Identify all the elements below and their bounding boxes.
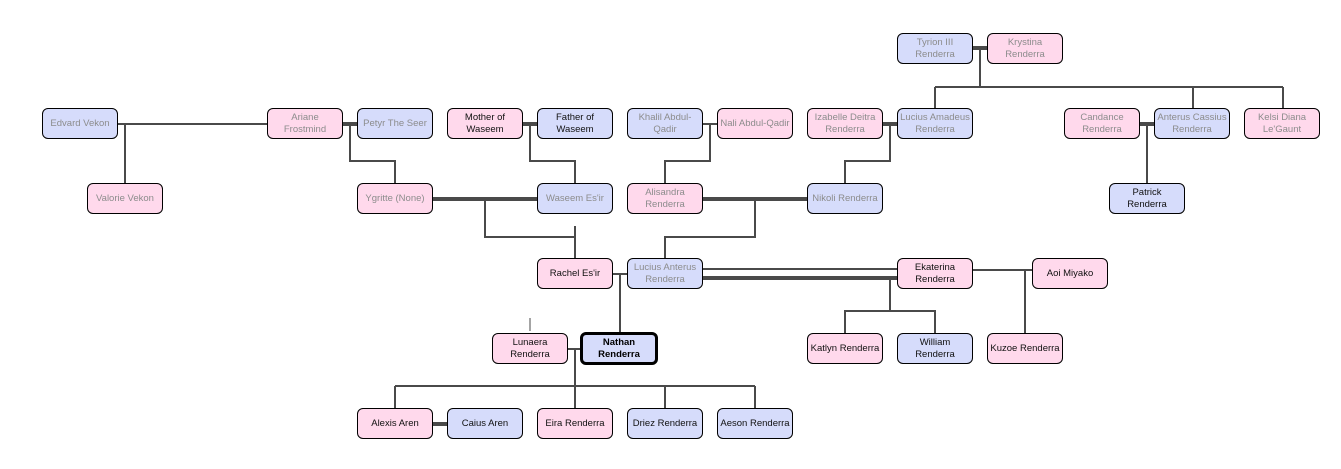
descent-line xyxy=(844,124,891,183)
person-name: Nikoli Renderra xyxy=(812,192,878,204)
person-node-alexis[interactable]: Alexis Aren xyxy=(357,408,433,439)
person-name: Rachel Es'ir xyxy=(549,267,601,279)
person-name: Khalil Abdul-Qadir xyxy=(638,111,692,135)
person-node-waseem[interactable]: Waseem Es'ir xyxy=(537,183,613,214)
person-name: Valorie Vekon xyxy=(96,192,154,204)
person-name: Patrick Renderra xyxy=(1127,186,1167,210)
person-node-tyrion[interactable]: Tyrion III Renderra xyxy=(897,33,973,64)
descent-line xyxy=(844,278,936,333)
person-name: Edvard Vekon xyxy=(50,117,110,129)
person-node-krystina[interactable]: Krystina Renderra xyxy=(987,33,1063,64)
person-node-anterus[interactable]: Anterus Cassius Renderra xyxy=(1154,108,1230,139)
person-name: Krystina Renderra xyxy=(1005,36,1045,60)
person-name: Anterus Cassius Renderra xyxy=(1157,111,1227,135)
person-node-petyr[interactable]: Petyr The Seer xyxy=(357,108,433,139)
person-name: Waseem Es'ir xyxy=(546,192,604,204)
person-name: Nathan Renderra xyxy=(598,336,640,360)
person-name: Kuzoe Renderra xyxy=(990,342,1060,354)
person-name: Aeson Renderra xyxy=(720,417,790,429)
descent-line xyxy=(664,199,756,258)
person-name: Nali Abdul-Qadir xyxy=(720,117,790,129)
person-node-izabelle[interactable]: Izabelle Deitra Renderra xyxy=(807,108,883,139)
descent-line xyxy=(934,48,1284,108)
person-name: Lucius Anterus Renderra xyxy=(633,261,697,285)
person-name: Kelsi Diana Le'Gaunt xyxy=(1257,111,1307,135)
descent-line xyxy=(394,349,756,408)
person-node-driez[interactable]: Driez Renderra xyxy=(627,408,703,439)
person-name: Mother of Waseem xyxy=(464,111,506,135)
person-name: Candance Renderra xyxy=(1080,111,1124,135)
person-name: William Renderra xyxy=(915,336,955,360)
person-node-aeson[interactable]: Aeson Renderra xyxy=(717,408,793,439)
person-name: Eira Renderra xyxy=(545,417,605,429)
person-node-ygritte[interactable]: Ygritte (None) xyxy=(357,183,433,214)
person-name: Alisandra Renderra xyxy=(645,186,685,210)
person-name: Tyrion III Renderra xyxy=(915,36,955,60)
person-node-alisandra[interactable]: Alisandra Renderra xyxy=(627,183,703,214)
person-node-eira[interactable]: Eira Renderra xyxy=(537,408,613,439)
descent-line xyxy=(484,199,576,258)
person-node-aoi[interactable]: Aoi Miyako xyxy=(1032,258,1108,289)
person-node-kelsi[interactable]: Kelsi Diana Le'Gaunt xyxy=(1244,108,1320,139)
person-node-khalil[interactable]: Khalil Abdul-Qadir xyxy=(627,108,703,139)
person-node-edvard[interactable]: Edvard Vekon xyxy=(42,108,118,139)
person-node-nikoli[interactable]: Nikoli Renderra xyxy=(807,183,883,214)
person-node-ekaterina[interactable]: Ekaterina Renderra xyxy=(897,258,973,289)
person-node-fatherw[interactable]: Father of Waseem xyxy=(537,108,613,139)
person-name: Ariane Frostmind xyxy=(283,111,327,135)
person-node-motherw[interactable]: Mother of Waseem xyxy=(447,108,523,139)
person-name: Ygritte (None) xyxy=(365,192,425,204)
person-name: Caius Aren xyxy=(461,417,509,429)
person-node-luciusant[interactable]: Lucius Anterus Renderra xyxy=(627,258,703,289)
person-name: Aoi Miyako xyxy=(1046,267,1094,279)
person-node-rachel[interactable]: Rachel Es'ir xyxy=(537,258,613,289)
person-name: Lunaera Renderra xyxy=(510,336,550,360)
person-node-candance[interactable]: Candance Renderra xyxy=(1064,108,1140,139)
person-node-nathan[interactable]: Nathan Renderra xyxy=(580,332,658,365)
person-name: Father of Waseem xyxy=(555,111,595,135)
descent-line xyxy=(664,124,711,183)
person-node-caius[interactable]: Caius Aren xyxy=(447,408,523,439)
person-name: Petyr The Seer xyxy=(363,117,427,129)
person-name: Ekaterina Renderra xyxy=(914,261,956,285)
person-node-luciusa[interactable]: Lucius Amadeus Renderra xyxy=(897,108,973,139)
person-name: Izabelle Deitra Renderra xyxy=(814,111,876,135)
person-name: Alexis Aren xyxy=(371,417,419,429)
person-node-william[interactable]: William Renderra xyxy=(897,333,973,364)
descent-line xyxy=(349,124,396,183)
person-node-ariane[interactable]: Ariane Frostmind xyxy=(267,108,343,139)
descent-line xyxy=(529,124,576,183)
person-node-valorie[interactable]: Valorie Vekon xyxy=(87,183,163,214)
person-name: Katlyn Renderra xyxy=(810,342,880,354)
person-node-kuzoe[interactable]: Kuzoe Renderra xyxy=(987,333,1063,364)
person-node-lunaera[interactable]: Lunaera Renderra xyxy=(492,333,568,364)
person-name: Lucius Amadeus Renderra xyxy=(900,111,970,135)
person-node-patrick[interactable]: Patrick Renderra xyxy=(1109,183,1185,214)
person-node-nali[interactable]: Nali Abdul-Qadir xyxy=(717,108,793,139)
person-node-katlyn[interactable]: Katlyn Renderra xyxy=(807,333,883,364)
person-name: Driez Renderra xyxy=(632,417,698,429)
